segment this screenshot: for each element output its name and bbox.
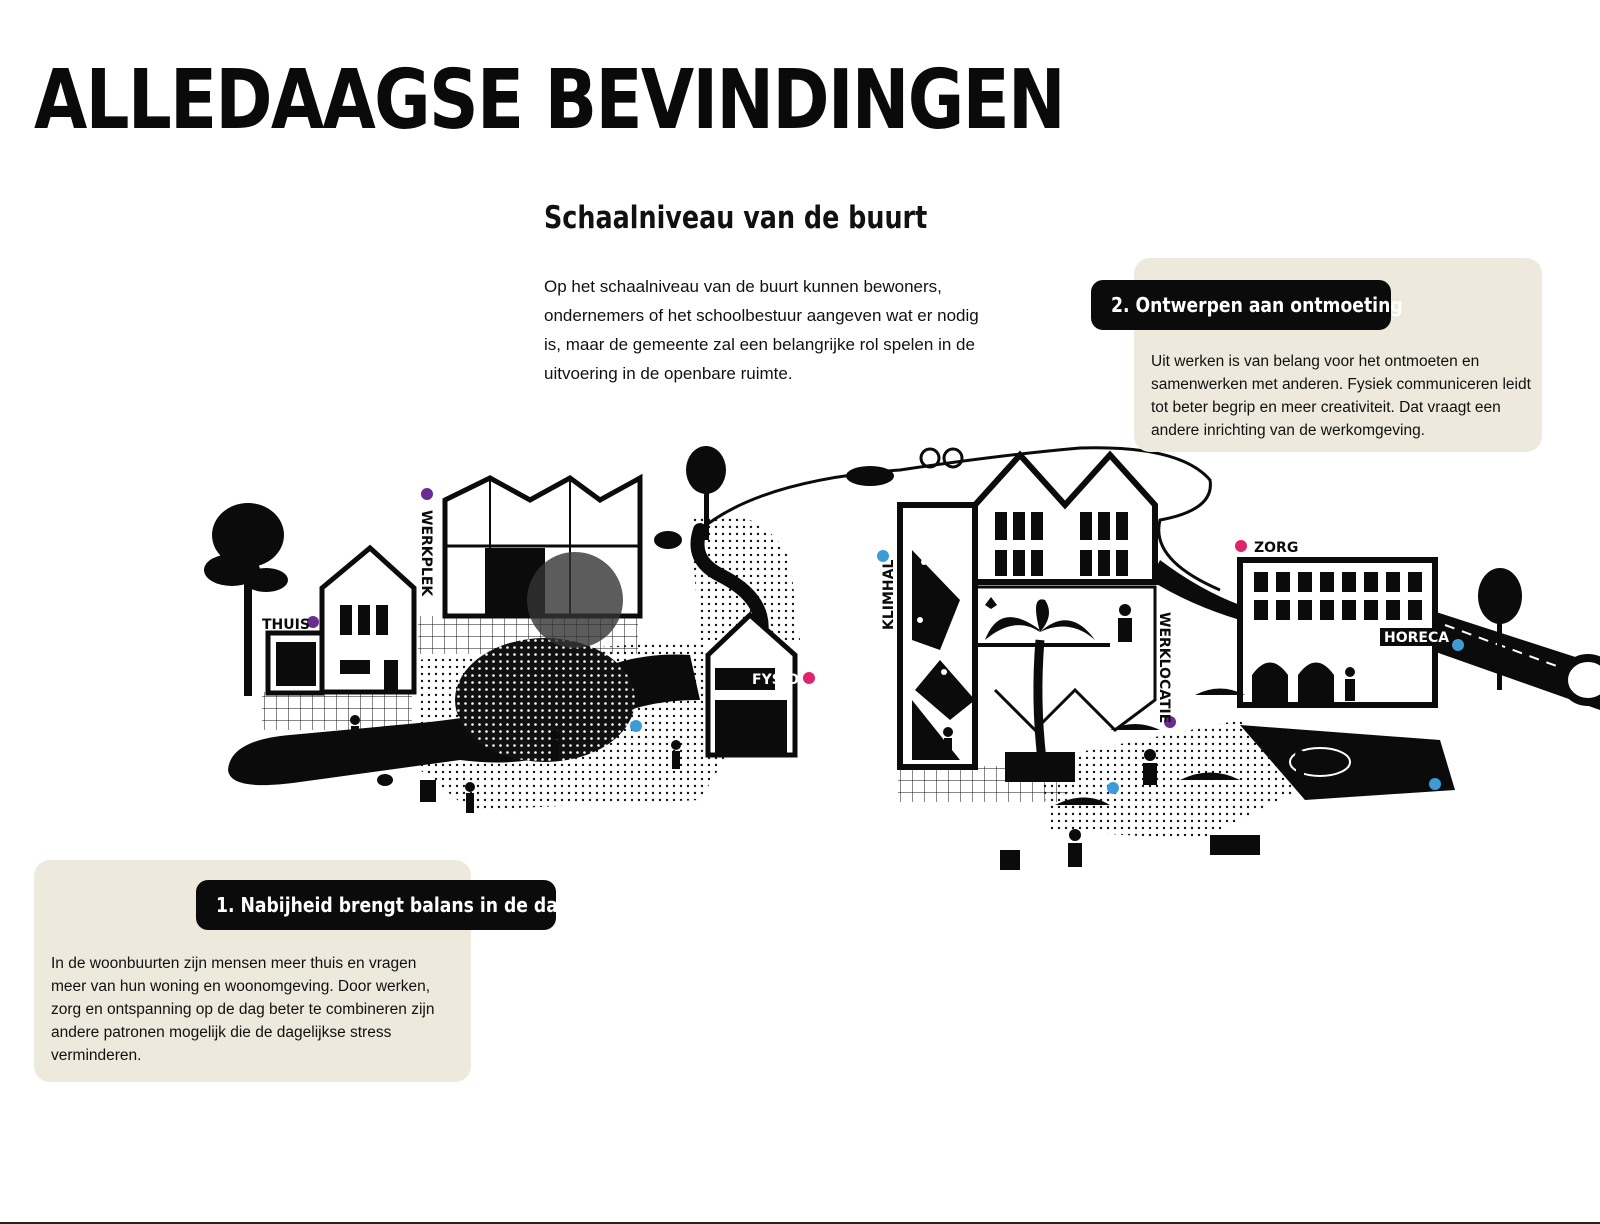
road-connector [1150,560,1240,620]
car-icon [846,466,894,486]
building-work-location [972,450,1158,733]
building-care [1237,557,1438,708]
people-silhouettes [350,447,1355,870]
dot-terrace [1107,782,1119,794]
sports-court [1240,725,1455,800]
dot-werkplek [421,488,433,500]
label-werkplek: WERKPLEK [418,510,434,597]
dot-werklocatie [1164,716,1176,728]
bottom-border [0,1222,1600,1224]
page-title: ALLEDAAGSE BEVINDINGEN [34,53,1066,148]
highway [1430,610,1600,710]
car-front-icon [1560,654,1600,706]
label-thuis: THUIS [262,617,310,633]
page-subtitle: Schaalniveau van de buurt [544,200,928,236]
dot-horeca [1452,639,1464,651]
house-physio [705,611,798,758]
card-2-text: Uit werken is van belang voor het ontmoe… [1151,353,1531,439]
tree-icon-top [686,446,726,540]
cow-icon [654,531,682,549]
dotted-ground-hill [690,515,800,640]
card-1-text: In de woonbuurten zijn mensen meer thuis… [51,955,435,1064]
label-klimhal: KLIMHAL [881,560,897,630]
dot-thuis [307,616,319,628]
bush [527,552,623,648]
label-fysio: FYSIO [752,672,799,688]
highway-lane-marking [1444,624,1600,683]
dot-klimhal [877,550,889,562]
dotted-pond [455,638,635,762]
palm-tree-icon [985,599,1095,782]
path-curve [690,523,769,647]
house-home [265,544,417,696]
tree-icon-right [1478,568,1522,690]
dot-sports-court [1429,778,1441,790]
grid-pavement-home [262,692,412,730]
label-werklocatie: WERKLOCATIE [1156,612,1172,723]
skyline-road [699,446,1221,592]
card-1-heading: 1. Nabijheid brengt balans in de dag [196,880,570,930]
tree-icon-left [204,503,288,696]
dot-playground [630,720,642,732]
building-climbing-hall [897,502,978,770]
label-zorg: ZORG [1254,540,1298,556]
dot-zorg [1235,540,1247,552]
butterfly-icon [985,597,997,609]
card-2-heading: 2. Ontwerpen aan ontmoeting [1091,280,1403,330]
label-horeca: HORECA [1384,630,1449,646]
bicycle-wheel-icon [919,447,941,469]
intro-text: Op het schaalniveau van de buurt kunnen … [544,277,979,383]
dotted-ground-right [1040,720,1300,840]
dot-fysio [803,672,815,684]
